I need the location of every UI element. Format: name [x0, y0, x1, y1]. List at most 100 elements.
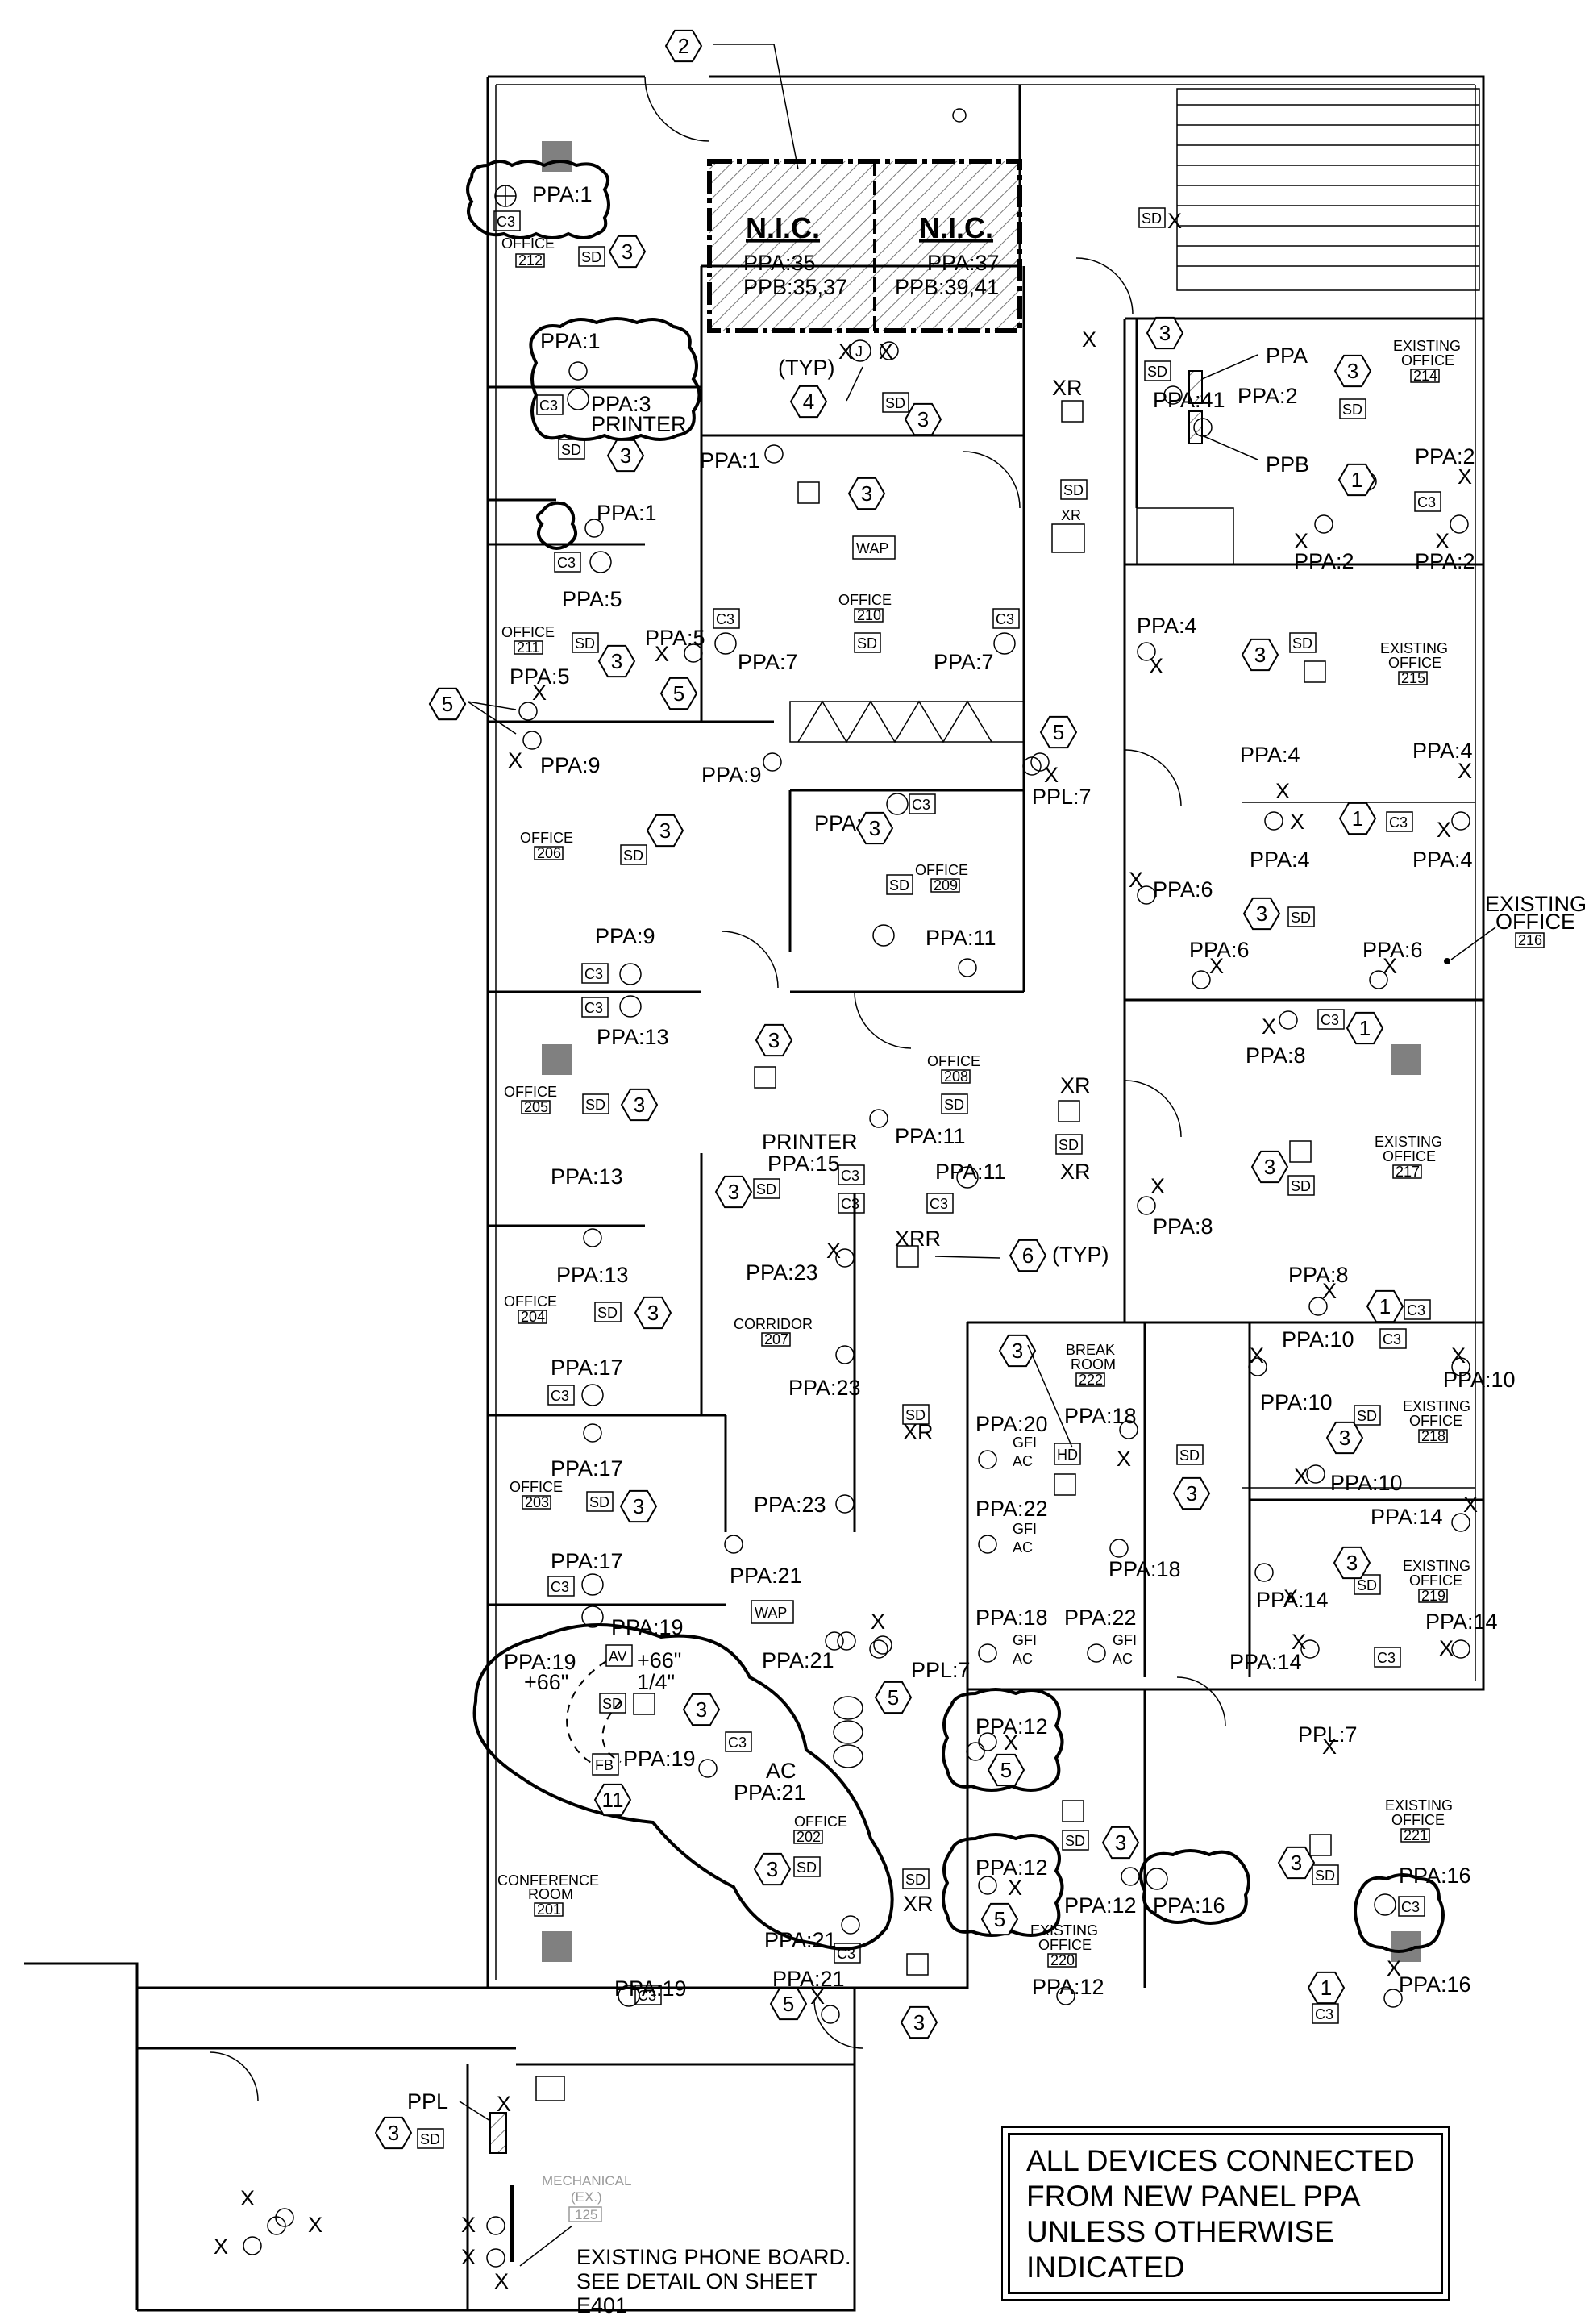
typ-label-6: (TYP)	[1052, 1243, 1109, 1267]
svg-text:X: X	[1082, 327, 1096, 352]
keynote-hex-number: 3	[1291, 1851, 1302, 1875]
svg-text:J: J	[855, 344, 863, 360]
svg-text:GFI: GFI	[1013, 1521, 1037, 1537]
svg-text:PPA:19: PPA:19	[611, 1615, 684, 1639]
ppb-panel-label: PPB	[1266, 452, 1309, 477]
svg-text:203: 203	[525, 1494, 549, 1510]
svg-text:PPA:18: PPA:18	[975, 1606, 1048, 1630]
svg-text:C3: C3	[1417, 494, 1436, 510]
leaders: (TYP) (TYP)	[467, 44, 1496, 2267]
svg-text:(EX.): (EX.)	[571, 2189, 602, 2205]
svg-text:PPA:11: PPA:11	[926, 926, 996, 950]
svg-text:C3: C3	[584, 1000, 603, 1016]
svg-text:PPA:14: PPA:14	[1371, 1505, 1443, 1529]
keynote-hex	[855, 811, 894, 845]
svg-text:C3: C3	[930, 1196, 948, 1212]
svg-text:X: X	[1167, 209, 1182, 233]
svg-text:SD: SD	[575, 635, 595, 652]
svg-text:SD: SD	[1342, 402, 1362, 418]
svg-text:X: X	[1292, 1630, 1306, 1654]
svg-text:PPA:4: PPA:4	[1412, 739, 1473, 763]
svg-text:X: X	[1283, 1585, 1298, 1610]
keynote-hex	[634, 1296, 672, 1330]
svg-text:PPA:7: PPA:7	[738, 650, 798, 674]
svg-text:OFFICE: OFFICE	[1388, 655, 1441, 671]
keynote-hex	[608, 235, 647, 269]
svg-text:X: X	[1044, 763, 1059, 787]
svg-text:C3: C3	[728, 1735, 747, 1751]
note-line-3: UNLESS OTHERWISE	[1026, 2215, 1334, 2248]
svg-text:SD: SD	[1142, 210, 1162, 227]
svg-text:PPA:8: PPA:8	[1288, 1263, 1349, 1287]
svg-text:MECHANICAL: MECHANICAL	[542, 2173, 631, 2189]
svg-text:PPA:14: PPA:14	[1229, 1650, 1302, 1674]
keynote-hex	[1241, 638, 1279, 672]
svg-text:WAP: WAP	[856, 540, 888, 556]
note-line-2: FROM NEW PANEL PPA	[1026, 2180, 1361, 2213]
svg-text:PPA:8: PPA:8	[1246, 1043, 1306, 1068]
ppl-panel-label: PPL	[407, 2089, 448, 2114]
svg-text:SD: SD	[889, 877, 909, 893]
keynote-hex-number: 3	[696, 1697, 707, 1722]
svg-text:C3: C3	[1383, 1331, 1401, 1347]
svg-text:X: X	[1322, 1735, 1337, 1759]
svg-text:X: X	[1209, 954, 1224, 978]
keynote-hex-number: 3	[388, 2121, 399, 2145]
svg-text:XR: XR	[1052, 376, 1083, 400]
svg-text:PPA:21: PPA:21	[730, 1564, 802, 1588]
svg-text:X: X	[532, 681, 547, 705]
svg-text:214: 214	[1413, 368, 1437, 384]
keynote-hex-number: 3	[620, 444, 631, 468]
svg-text:OFFICE: OFFICE	[838, 592, 892, 608]
svg-text:PPA:14: PPA:14	[1256, 1588, 1329, 1612]
svg-text:SD: SD	[1357, 1577, 1377, 1593]
keynote-hex-number: 5	[1000, 1758, 1012, 1782]
svg-text:C3: C3	[557, 555, 576, 571]
keynote-hex	[1039, 715, 1078, 749]
svg-text:X: X	[1004, 1731, 1018, 1755]
keynote-hex-number: 3	[767, 1857, 778, 1881]
svg-text:C3: C3	[841, 1196, 859, 1212]
svg-text:X: X	[1149, 654, 1163, 678]
svg-text:216: 216	[1518, 932, 1542, 948]
keynote-hex	[874, 1681, 913, 1714]
keynote-hex	[753, 1852, 792, 1886]
svg-text:PPA:5: PPA:5	[562, 587, 622, 611]
note-line-1: ALL DEVICES CONNECTED	[1026, 2144, 1415, 2177]
keynote-hex	[1307, 1971, 1346, 2005]
keynote-hex-number: 3	[659, 818, 671, 843]
keynote-hex	[1337, 463, 1376, 497]
svg-text:PPA:1: PPA:1	[532, 182, 593, 206]
keynote-hex-number: 3	[647, 1301, 659, 1325]
svg-text:PPA:9: PPA:9	[701, 763, 762, 787]
svg-text:AC: AC	[1013, 1651, 1033, 1667]
svg-text:PPA:21: PPA:21	[764, 1928, 837, 1952]
svg-text:GFI: GFI	[1013, 1435, 1037, 1451]
svg-text:X: X	[1458, 464, 1472, 489]
svg-text:PPA:10: PPA:10	[1330, 1471, 1403, 1495]
svg-text:205: 205	[524, 1099, 548, 1115]
svg-text:SD: SD	[1315, 1868, 1335, 1884]
svg-text:GFI: GFI	[1013, 1632, 1037, 1648]
svg-text:C3: C3	[497, 214, 515, 230]
keynote-hex-number: 3	[1012, 1339, 1023, 1363]
keynote-hex-number: 1	[1379, 1294, 1391, 1318]
svg-text:EXISTING PHONE BOARD.: EXISTING PHONE BOARD.	[576, 2245, 851, 2269]
svg-text:C3: C3	[1401, 1899, 1420, 1915]
keynote-hex-number: 5	[1053, 720, 1064, 744]
svg-text:PPA:13: PPA:13	[597, 1025, 669, 1049]
svg-text:218: 218	[1421, 1428, 1445, 1444]
keynote-hex-number: 3	[1339, 1426, 1350, 1450]
svg-text:PPL:7: PPL:7	[911, 1658, 971, 1682]
svg-text:X: X	[240, 2186, 255, 2210]
svg-text:C3: C3	[841, 1168, 859, 1184]
svg-text:PPA:23: PPA:23	[788, 1376, 861, 1400]
svg-text:GFI: GFI	[1113, 1632, 1137, 1648]
svg-text:X: X	[1439, 1636, 1454, 1660]
svg-text:PPA:9: PPA:9	[540, 753, 601, 777]
svg-text:C3: C3	[1315, 2006, 1333, 2022]
keynote-hex-number: 4	[803, 389, 814, 414]
